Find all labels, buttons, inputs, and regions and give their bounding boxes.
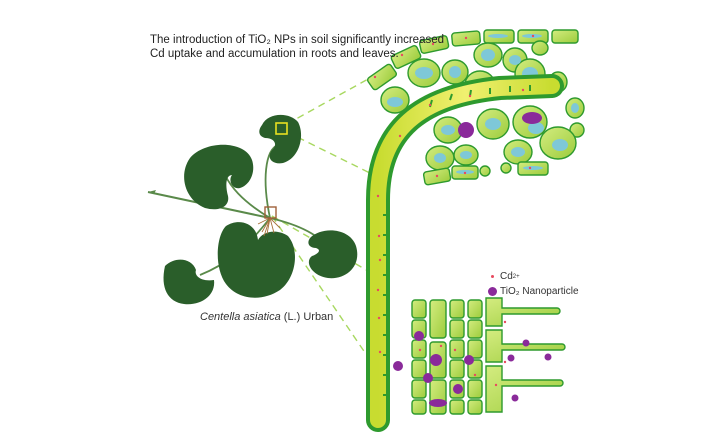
tio2-leaf-clusters [458, 112, 542, 138]
vascular-vessel [366, 74, 564, 432]
species-name: Centella asiatica [200, 311, 281, 323]
cd-ions [373, 34, 535, 387]
species-authority: (L.) Urban [280, 311, 334, 323]
caption: The introduction of TiO₂ NPs in soil sig… [150, 33, 450, 61]
leaf-zoom-box [275, 122, 288, 135]
vacuoles [387, 34, 579, 174]
legend-label-cd: Cd [500, 271, 513, 282]
plant-centella [147, 114, 358, 305]
root-zoom-box [264, 206, 277, 219]
caption-line-1: The introduction of TiO₂ NPs in soil sig… [150, 34, 445, 46]
legend-superscript-cd: 2+ [512, 273, 520, 280]
species-label: Centella asiatica (L.) Urban [200, 311, 333, 323]
cd-ion-icon [491, 275, 494, 278]
legend-label-tio2: TiO₂ Nanoparticle [500, 286, 579, 297]
caption-line-2: Cd uptake and accumulation in roots and … [150, 48, 399, 60]
tio2-root-particles [393, 331, 552, 407]
tio2-nanoparticle-icon [488, 287, 497, 296]
legend-item-tio2: TiO₂ Nanoparticle [488, 284, 579, 299]
